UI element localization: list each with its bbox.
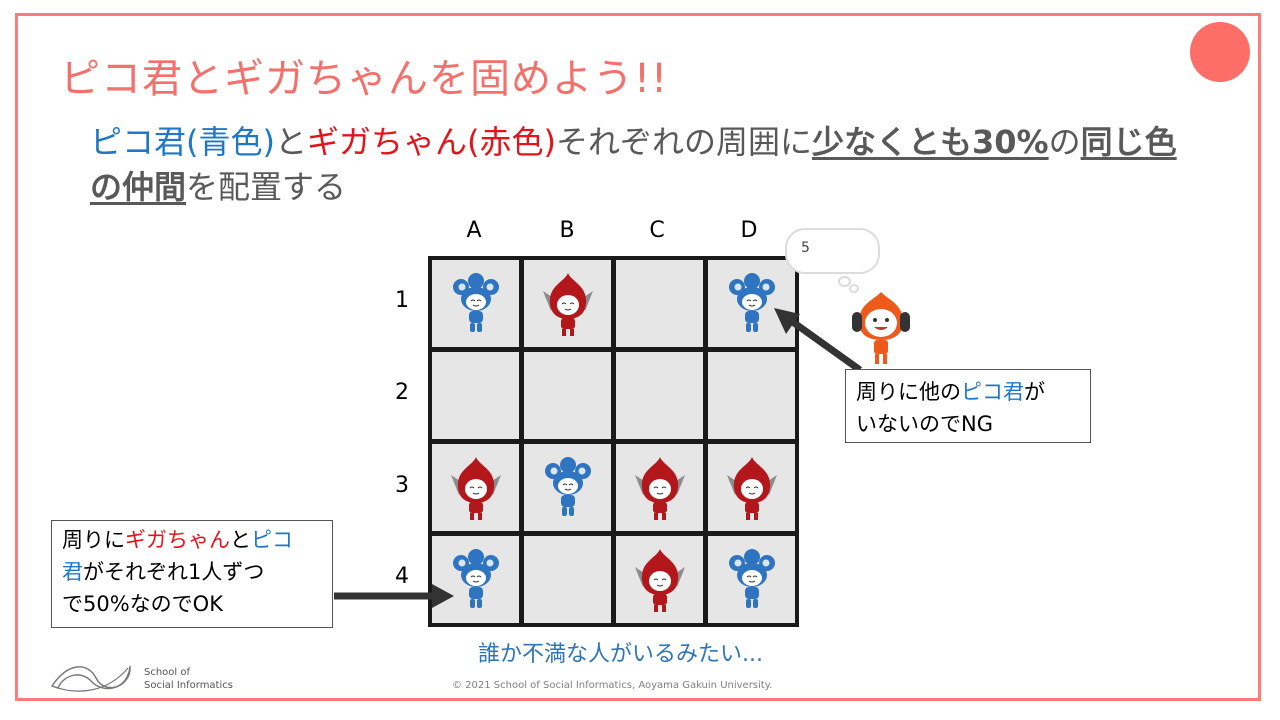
pico-kun-icon [728,548,775,608]
subtitle-giga: ギガちゃん(赤色) [307,123,556,161]
pico-kun-icon [452,272,499,332]
grid-cell-b4 [524,536,611,623]
slide-frame [15,13,1261,701]
callout-ok: 周りにギガちゃんとピコ 君がそれぞれ1人ずつ で50%なのでOK [51,520,333,628]
arrow-ng-icon [774,308,863,373]
callout-ok-text: がそれぞれ1人ずつ [83,560,265,584]
column-label-d: D [740,218,758,243]
thought-bubble-text: 5 [801,240,810,256]
logo-line-2: Social Informatics [144,680,233,691]
row-label-1: 1 [395,288,409,313]
subtitle-end: を配置する [186,168,347,206]
grid-cell-a4 [432,536,519,623]
callout-ng: 周りに他のピコ君が いないのでNG [845,369,1091,443]
slide-title: ピコ君とギガちゃんを固めよう!! [60,56,669,102]
character-grid [428,256,799,627]
subtitle-mid: それぞれの周囲に [555,123,812,161]
column-label-c: C [649,218,665,243]
giga-chan-icon [634,456,685,520]
column-label-b: B [559,218,575,243]
subtitle-same-color: 同じ色の仲間 [90,123,1177,206]
subtitle-least: 少なくとも30% [812,123,1049,161]
grid-cell-d4 [708,536,795,623]
logo-line-1: School of [144,667,191,678]
slide-subtitle: ピコ君(青色)とギガちゃん(赤色)それぞれの周囲に少なくとも30%の同じ色の仲間… [90,120,1200,210]
giga-chan-icon [726,456,777,520]
subtitle-pico: ピコ君(青色) [90,123,275,161]
callout-ok-giga: ギガちゃん [125,528,230,552]
row-label-4: 4 [395,564,409,589]
pico-kun-icon [544,456,591,516]
callout-ok-text: で50%なのでOK [62,592,223,616]
grid-cell-c1 [616,260,703,347]
giga-chan-icon [542,272,593,336]
column-label-a: A [466,218,482,243]
grid-cell-a3 [432,444,519,531]
callout-ok-pico: 君 [62,560,83,584]
callout-ng-text: 周りに他の [856,380,961,404]
arrow-ok-icon [334,584,454,608]
grid-cell-b3 [524,444,611,531]
grid-cell-b1 [524,260,611,347]
grid-cell-a2 [432,352,519,439]
thought-dot [838,276,851,287]
callout-ok-pico: ピコ [251,528,293,552]
callout-ng-text: が [1024,380,1045,404]
giga-chan-icon [450,456,501,520]
school-logo-text: School of Social Informatics [144,666,233,692]
copyright: © 2021 School of Social Informatics, Aoy… [452,680,773,691]
row-label-3: 3 [395,473,409,498]
row-label-2: 2 [395,380,409,405]
grid-cell-c4 [616,536,703,623]
grid-cell-c3 [616,444,703,531]
callout-ng-pico: ピコ君 [961,380,1024,404]
callout-ok-text: 周りに [62,528,125,552]
grid-cell-d2 [708,352,795,439]
grid-cell-a1 [432,260,519,347]
thought-bubble: 5 [785,228,880,274]
giga-chan-icon [634,548,685,612]
subtitle-to: と [274,123,307,161]
school-logo-icon [50,665,131,692]
grid-cell-d3 [708,444,795,531]
thought-dot [849,284,859,293]
pico-kun-icon [452,548,499,608]
grid-cell-b2 [524,352,611,439]
headphone-character-icon [852,292,910,364]
callout-ng-text: いないのでNG [856,412,993,436]
grid-cell-c2 [616,352,703,439]
subtitle-no: の [1048,123,1081,161]
grid-cell-d1 [708,260,795,347]
corner-circle [1190,22,1250,82]
callout-ok-text: と [230,528,251,552]
slide-caption: 誰か不満な人がいるみたい... [478,642,763,667]
pico-kun-icon [728,272,775,332]
